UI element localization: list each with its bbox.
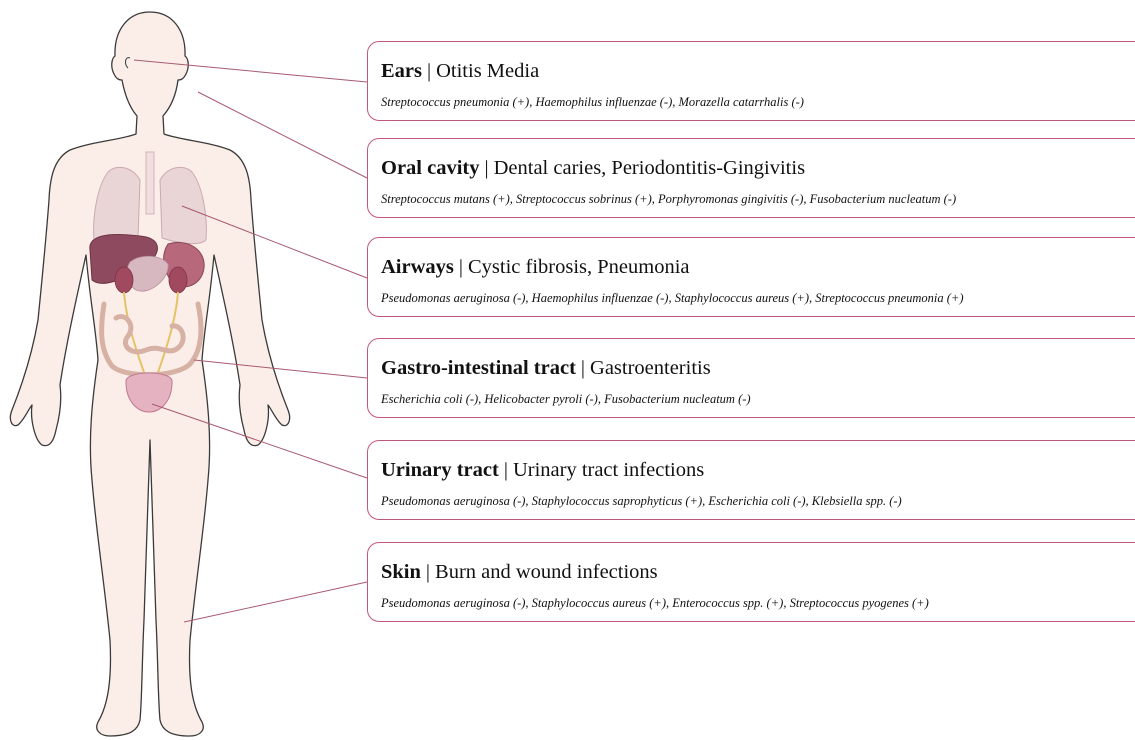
trachea: [146, 152, 154, 214]
site-card-urinary-tract: Urinary tract|Urinary tract infections P…: [367, 440, 1135, 520]
site-name: Urinary tract: [381, 459, 499, 481]
site-card-airways: Airways|Cystic fibrosis, Pneumonia Pseud…: [367, 237, 1135, 317]
kidney-left: [115, 267, 133, 293]
pathogen-list: Pseudomonas aeruginosa (-), Staphylococc…: [381, 595, 929, 611]
separator: |: [485, 157, 489, 179]
site-card-oral-cavity: Oral cavity|Dental caries, Periodontitis…: [367, 138, 1135, 218]
site-name: Ears: [381, 60, 422, 82]
site-card-ears: Ears|Otitis Media Streptococcus pneumoni…: [367, 41, 1135, 121]
disease-name: Dental caries, Periodontitis-Gingivitis: [494, 157, 805, 179]
leader-skin: [184, 582, 367, 622]
site-title: Ears|Otitis Media: [381, 58, 539, 84]
site-card-gastro-intestinal: Gastro-intestinal tract|Gastroenteritis …: [367, 338, 1135, 418]
disease-name: Otitis Media: [436, 60, 539, 82]
site-title: Oral cavity|Dental caries, Periodontitis…: [381, 155, 805, 181]
pathogen-list: Streptococcus pneumonia (+), Haemophilus…: [381, 94, 804, 110]
pathogen-list: Pseudomonas aeruginosa (-), Staphylococc…: [381, 493, 902, 509]
site-title: Gastro-intestinal tract|Gastroenteritis: [381, 355, 711, 381]
disease-name: Cystic fibrosis, Pneumonia: [468, 256, 690, 278]
pathogen-list: Escherichia coli (-), Helicobacter pyrol…: [381, 391, 751, 407]
pathogen-list: Pseudomonas aeruginosa (-), Haemophilus …: [381, 290, 964, 306]
separator: |: [426, 561, 430, 583]
site-title: Airways|Cystic fibrosis, Pneumonia: [381, 254, 690, 280]
pathogen-list: Streptococcus mutans (+), Streptococcus …: [381, 191, 956, 207]
kidney-right: [169, 267, 187, 293]
site-title: Skin|Burn and wound infections: [381, 559, 658, 585]
separator: |: [581, 357, 585, 379]
site-name: Skin: [381, 561, 421, 583]
leader-gi: [194, 360, 367, 378]
site-title: Urinary tract|Urinary tract infections: [381, 457, 704, 483]
site-name: Gastro-intestinal tract: [381, 357, 576, 379]
site-card-skin: Skin|Burn and wound infections Pseudomon…: [367, 542, 1135, 622]
separator: |: [504, 459, 508, 481]
site-name: Airways: [381, 256, 454, 278]
disease-name: Gastroenteritis: [590, 357, 711, 379]
separator: |: [427, 60, 431, 82]
disease-name: Urinary tract infections: [513, 459, 704, 481]
separator: |: [459, 256, 463, 278]
disease-name: Burn and wound infections: [435, 561, 658, 583]
site-name: Oral cavity: [381, 157, 480, 179]
